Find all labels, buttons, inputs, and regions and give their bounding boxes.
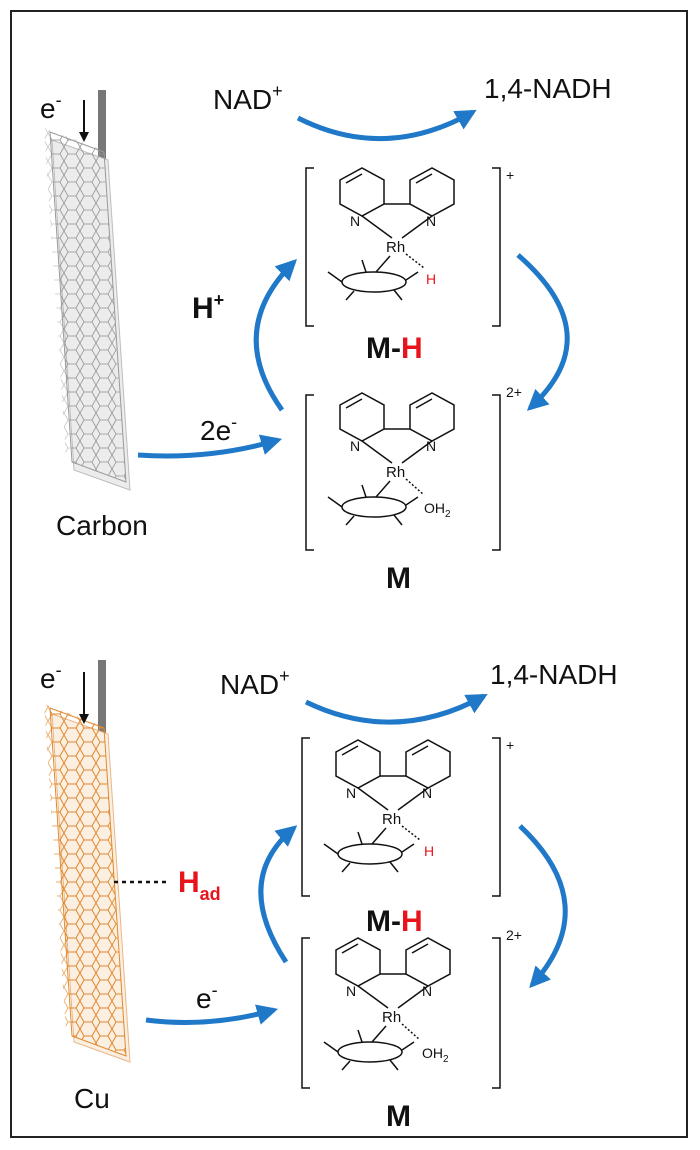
rh-h-bond xyxy=(405,253,425,269)
bracket-right xyxy=(492,167,501,327)
hydride-transfer-arrow-1 xyxy=(516,253,570,411)
bracket-right xyxy=(492,937,501,1089)
hydride-transfer-arrow-2 xyxy=(518,824,568,989)
carbon-lattice-front xyxy=(44,128,120,478)
panel-copper: e- Cu NAD+ 1,4-NADH Had e- + xyxy=(40,659,618,1133)
two-electron-label: 2e- xyxy=(200,412,237,446)
hydride-atom: H xyxy=(424,843,434,859)
atom-n: N xyxy=(422,983,432,999)
cp-star-ligand xyxy=(323,1025,415,1071)
rh-h-bond xyxy=(401,825,421,841)
bracket-left xyxy=(305,394,314,551)
figure-frame xyxy=(10,10,688,1138)
atom-n: N xyxy=(350,213,360,229)
cp-star-ligand xyxy=(327,480,419,526)
atom-rh: Rh xyxy=(382,1009,401,1026)
atom-rh: Rh xyxy=(382,811,401,828)
complex-mh-2: + N N Rh xyxy=(301,737,514,938)
cu-lattice-front xyxy=(44,704,120,1052)
electron-transfer-arrow-2 xyxy=(145,1004,279,1025)
complex-mh-1: + N N Rh xyxy=(305,167,514,365)
bipyridine-ligand xyxy=(335,739,451,811)
m-label: M xyxy=(386,1100,411,1133)
protonation-arrow-1 xyxy=(253,259,297,412)
cp-star-ligand xyxy=(323,827,415,873)
adsorbed-h-arrow xyxy=(258,825,298,964)
bracket-left xyxy=(301,937,310,1089)
bracket-right xyxy=(492,737,501,897)
bracket-left xyxy=(301,737,310,897)
mh-label: M-H xyxy=(366,905,423,938)
copper-wire xyxy=(98,660,106,740)
rh-o-bond xyxy=(401,1023,421,1041)
nad-label-1: NAD+ xyxy=(213,81,283,115)
mh-label: M-H xyxy=(366,332,423,365)
copper-electrode xyxy=(44,660,131,1063)
aqua-ligand: OH2 xyxy=(424,500,451,520)
atom-n: N xyxy=(426,438,436,454)
complex-m-1: 2+ N N Rh xyxy=(305,384,522,595)
bipyridine-ligand xyxy=(339,167,455,239)
nadh-label-1: 1,4-NADH xyxy=(484,73,612,104)
m-label: M xyxy=(386,562,411,595)
atom-n: N xyxy=(346,785,356,801)
bipyridine-ligand xyxy=(335,937,451,1009)
proton-label: H+ xyxy=(192,290,224,325)
panel-carbon: e- Carbon NAD+ 1,4-NADH H+ 2e- + xyxy=(40,73,612,595)
cu-label: Cu xyxy=(74,1083,110,1114)
nadh-label-2: 1,4-NADH xyxy=(490,659,618,690)
rh-o-bond xyxy=(405,478,425,496)
m-charge: 2+ xyxy=(506,384,522,400)
nad-reduction-arrow-2 xyxy=(304,693,488,725)
carbon-label: Carbon xyxy=(56,510,148,541)
hydride-atom: H xyxy=(426,271,436,287)
atom-n: N xyxy=(350,438,360,454)
bipyridine-ligand xyxy=(339,392,455,464)
atom-n: N xyxy=(346,983,356,999)
bracket-right xyxy=(492,394,501,551)
carbon-wire xyxy=(98,90,106,195)
complex-m-2: 2+ N N Rh xyxy=(301,927,522,1133)
electron-transfer-arrow-1 xyxy=(137,434,283,459)
cp-star-ligand xyxy=(327,255,419,301)
m-charge: 2+ xyxy=(506,927,522,943)
electron-label-2: e- xyxy=(196,980,218,1014)
mh-charge: + xyxy=(506,167,514,183)
bracket-left xyxy=(305,167,314,327)
atom-n: N xyxy=(426,213,436,229)
atom-rh: Rh xyxy=(386,239,405,256)
electron-label-carbon: e- xyxy=(40,90,62,124)
carbon-electrode xyxy=(44,90,131,491)
nad-label-2: NAD+ xyxy=(220,666,290,700)
nad-reduction-arrow-1 xyxy=(296,109,477,141)
electron-label-cu: e- xyxy=(40,660,62,694)
mh-charge: + xyxy=(506,737,514,753)
aqua-ligand: OH2 xyxy=(422,1045,449,1065)
atom-n: N xyxy=(422,785,432,801)
adsorbed-h-label: Had xyxy=(178,866,221,904)
atom-rh: Rh xyxy=(386,464,405,481)
